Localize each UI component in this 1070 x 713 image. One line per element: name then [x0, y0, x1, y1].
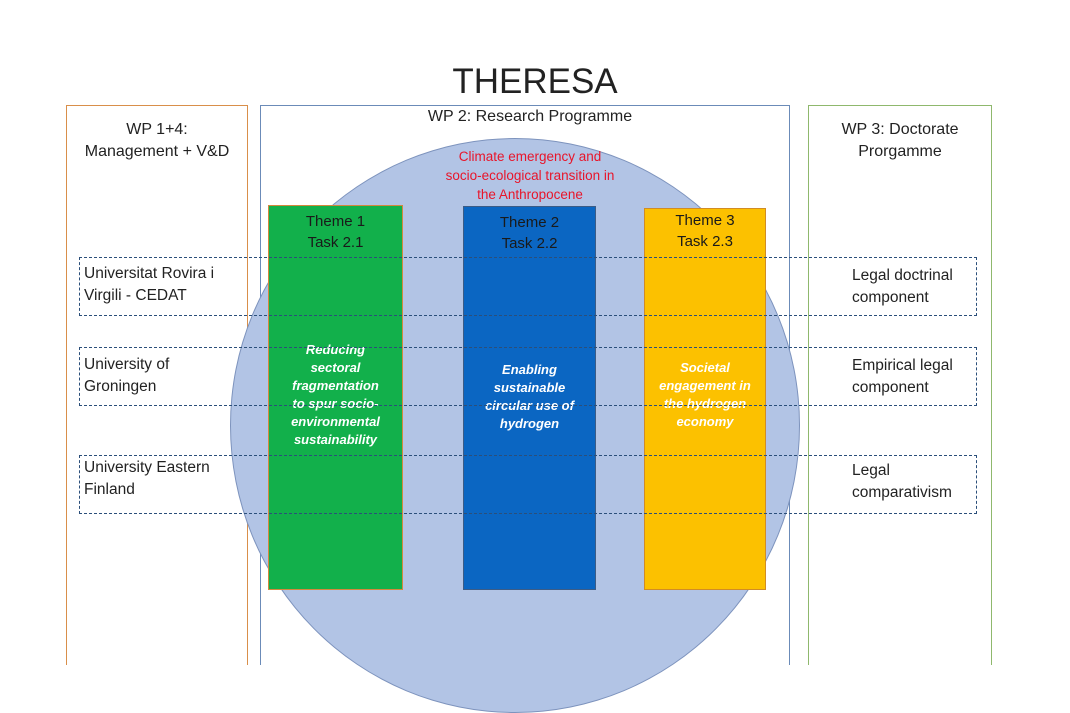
partner-row-rovira: [79, 257, 977, 316]
component-empirical-label: Empirical legal component: [852, 357, 953, 396]
wp-doctorate-label: WP 3: Doctorate Prorgamme: [841, 121, 959, 160]
theme-3-description: Societal engagement in the hydrogen econ…: [659, 360, 751, 429]
university-rovira-label: Universitat Rovira i Virgili - CEDAT: [84, 265, 215, 304]
component-comparativism-label: Legal comparativism: [852, 462, 952, 501]
wp-doctorate-box: [808, 105, 992, 665]
theme-1-heading: Theme 1 Task 2.1: [305, 213, 366, 251]
climate-heading: Climate emergency and socio-ecological t…: [445, 149, 615, 202]
partner-row-eastern-finland: [79, 455, 977, 514]
partner-row-groningen: [79, 347, 977, 406]
component-doctrinal-label: Legal doctrinal component: [852, 267, 953, 306]
theme-1-box: Theme 1 Task 2.1 Reducing sectoral fragm…: [268, 205, 403, 590]
theme-2-box: Theme 2 Task 2.2 Enabling sustainable ci…: [463, 206, 596, 590]
wp-research-label: WP 2: Research Programme: [427, 108, 633, 125]
wp-management-label: WP 1+4: Management + V&D: [84, 121, 230, 160]
theme-1-description: Reducing sectoral fragmentation to spur …: [291, 342, 380, 447]
diagram-title: THERESA: [452, 62, 618, 101]
theme-2-heading: Theme 2 Task 2.2: [499, 214, 560, 252]
university-eastern-finland-label: University Eastern Finland: [84, 459, 210, 498]
theme-3-heading: Theme 3 Task 2.3: [675, 212, 735, 250]
theme-3-box: Theme 3 Task 2.3 Societal engagement in …: [644, 208, 766, 590]
university-groningen-label: University of Groningen: [84, 356, 170, 395]
